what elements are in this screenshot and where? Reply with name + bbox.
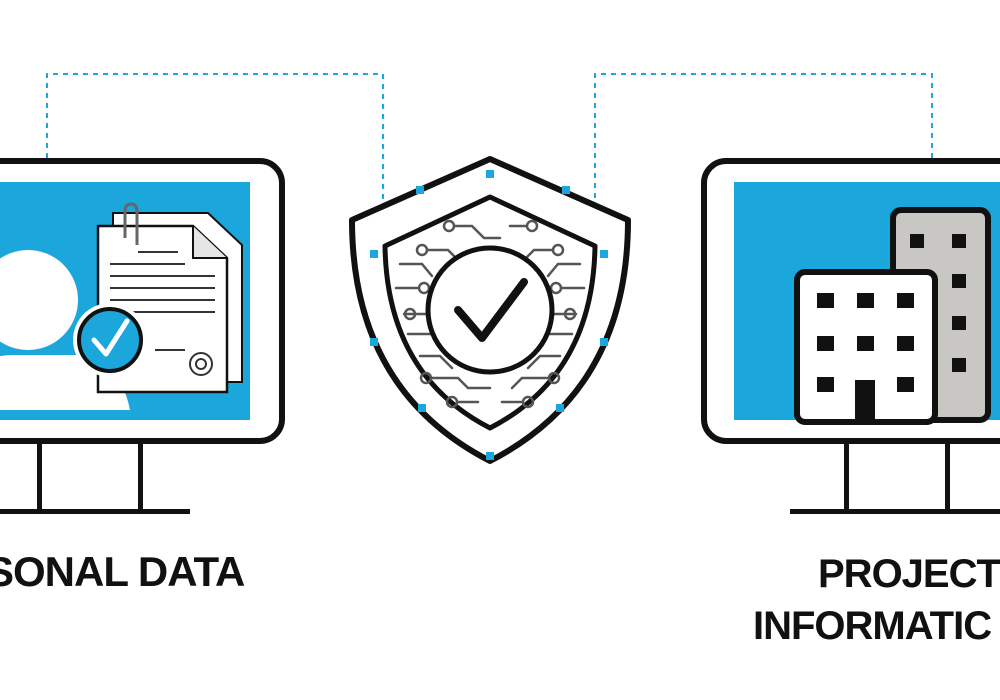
dashed-connector-right xyxy=(594,73,933,218)
paperclip-icon xyxy=(123,202,139,245)
information-label: INFORMATIC xyxy=(753,604,992,648)
project-label: PROJECT xyxy=(818,552,1000,596)
checkmark-icon xyxy=(425,245,555,375)
check-badge-icon xyxy=(73,303,147,377)
buildings-icon xyxy=(794,207,991,425)
personal-data-label: SONAL DATA xyxy=(0,548,245,595)
seal-icon xyxy=(189,352,213,376)
shield-dots xyxy=(370,170,608,460)
dashed-connector-left xyxy=(46,73,384,218)
